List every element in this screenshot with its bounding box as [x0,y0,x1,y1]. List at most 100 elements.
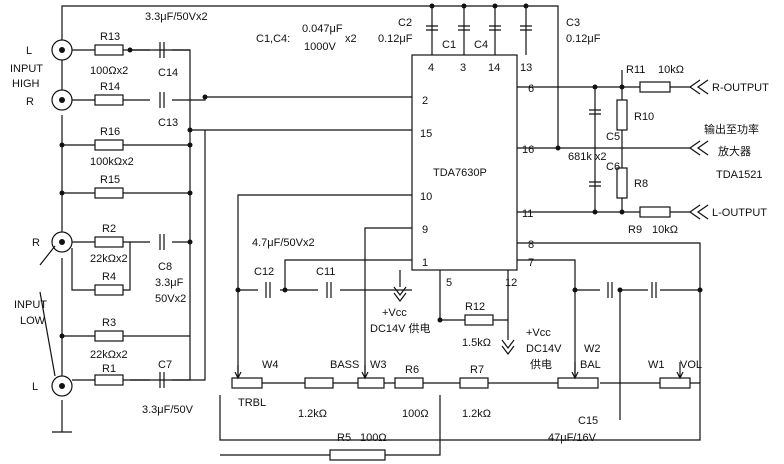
c11-label: C11 [316,266,335,278]
r4-label: R4 [102,271,116,283]
ic-label: TDA7630P [433,167,487,179]
r12-label: R12 [465,301,485,313]
c56-value: 681k x2 [568,151,607,163]
pin-8: 8 [528,239,534,251]
pin-5: 5 [446,277,452,289]
input-high-title: INPUT [10,63,43,75]
vcc-label-1: +Vcc [382,307,407,319]
r6-label: R6 [405,364,419,376]
r11-label: R11 [626,64,645,76]
c1c4-value-1: 0.047μF [302,23,343,35]
c12-value: 4.7μF/50Vx2 [252,237,315,249]
capacitor-plates [159,25,657,388]
input-low-title: INPUT [14,299,47,311]
c8-value-1: 3.3μF [155,277,184,289]
pin-7: 7 [528,257,534,269]
potentiometers [231,362,691,389]
pin-10: 10 [420,191,432,203]
input-low-sub: LOW [20,315,46,327]
c3-value: 0.12μF [566,33,601,45]
r3-label: R3 [102,317,116,329]
r13-value: 100Ωx2 [90,65,128,77]
r6-value: 100Ω [402,408,429,420]
pin-16: 16 [522,144,534,156]
pin-12: 12 [505,277,517,289]
dc-label-2b: 供电 [530,357,552,371]
c13-label: C13 [158,117,178,129]
l-output-label: L-OUTPUT [712,207,767,219]
pin-6: 6 [528,83,534,95]
c14-value: 3.3μF/50Vx2 [145,11,208,23]
w2-name: BAL [580,359,601,371]
amp-ic-label: TDA1521 [716,169,762,181]
r16-value: 100kΩx2 [90,156,134,168]
r2-label: R2 [102,223,116,235]
r8-label: R8 [634,178,648,190]
r-bass-value: 1.2kΩ [298,408,327,420]
input-high-l-label: L [26,45,32,57]
r2-value: 22kΩx2 [90,253,128,265]
r14-label: R14 [100,81,120,93]
c8-value-2: 50Vx2 [155,293,186,305]
pin-2: 2 [422,95,428,107]
input-jacks [39,39,73,397]
input-low-r-label: R [32,237,40,249]
c3-label: C3 [566,17,580,29]
c1-label: C1 [442,39,456,51]
resistor-bodies [94,44,671,461]
w3-label: W3 [370,359,387,371]
r-output-label: R-OUTPUT [712,82,769,94]
r16-label: R16 [100,126,120,138]
r3-value: 22kΩx2 [90,349,128,361]
r5-value: 100Ω [360,432,387,444]
c1c4-value-2: 1000V [304,41,336,53]
r1-label: R1 [102,363,116,375]
pin-4: 4 [428,62,434,74]
c15-value: 47μF/16V [548,432,597,444]
r12-value: 1.5kΩ [462,337,491,349]
c8-label: C8 [158,261,172,273]
w1-name: VOL [680,359,702,371]
input-high-r-label: R [26,96,34,108]
w1-label: W1 [648,359,665,371]
amp-label-2: 放大器 [718,144,751,158]
dc-label-2a: DC14V [526,343,562,355]
junctions [59,3,703,339]
w4-label: W4 [262,359,279,371]
dc-label-1: DC14V 供电 [370,321,431,335]
amp-label-1: 输出至功率 [704,122,759,136]
c2-value: 0.12μF [378,33,413,45]
pin-14: 14 [488,62,500,74]
r15-label: R15 [100,174,120,186]
c15-label: C15 [578,415,598,427]
c12-label: C12 [254,266,274,278]
w2-label: W2 [584,343,601,355]
pin-1: 1 [422,257,428,269]
pin-3: 3 [460,62,466,74]
w3-name: BASS [330,359,359,371]
input-high-sub: HIGH [12,78,40,90]
c5-label: C5 [606,131,620,143]
output-arrows [688,79,709,220]
r7-label: R7 [470,364,484,376]
c4-label: C4 [474,39,488,51]
input-low-l-label: L [32,381,38,393]
r10-label: R10 [634,111,654,123]
c14-label: C14 [158,67,178,79]
c1c4-multiplier: x2 [345,33,357,45]
c7-label: C7 [158,359,172,371]
r9-label: R9 [628,224,642,236]
w4-name: TRBL [238,397,266,409]
c7-value: 3.3μF/50V [142,404,194,416]
c6-label: C6 [606,161,620,173]
r5-label: R5 [337,432,351,444]
vcc-label-2: +Vcc [526,327,551,339]
r11-value: 10kΩ [658,64,684,76]
r9-value: 10kΩ [652,224,678,236]
r13-label: R13 [100,31,120,43]
pin-15: 15 [420,128,432,140]
pin-11: 11 [522,208,533,220]
wiring [52,5,701,456]
pin-13: 13 [520,62,532,74]
r7-value: 1.2kΩ [462,408,491,420]
